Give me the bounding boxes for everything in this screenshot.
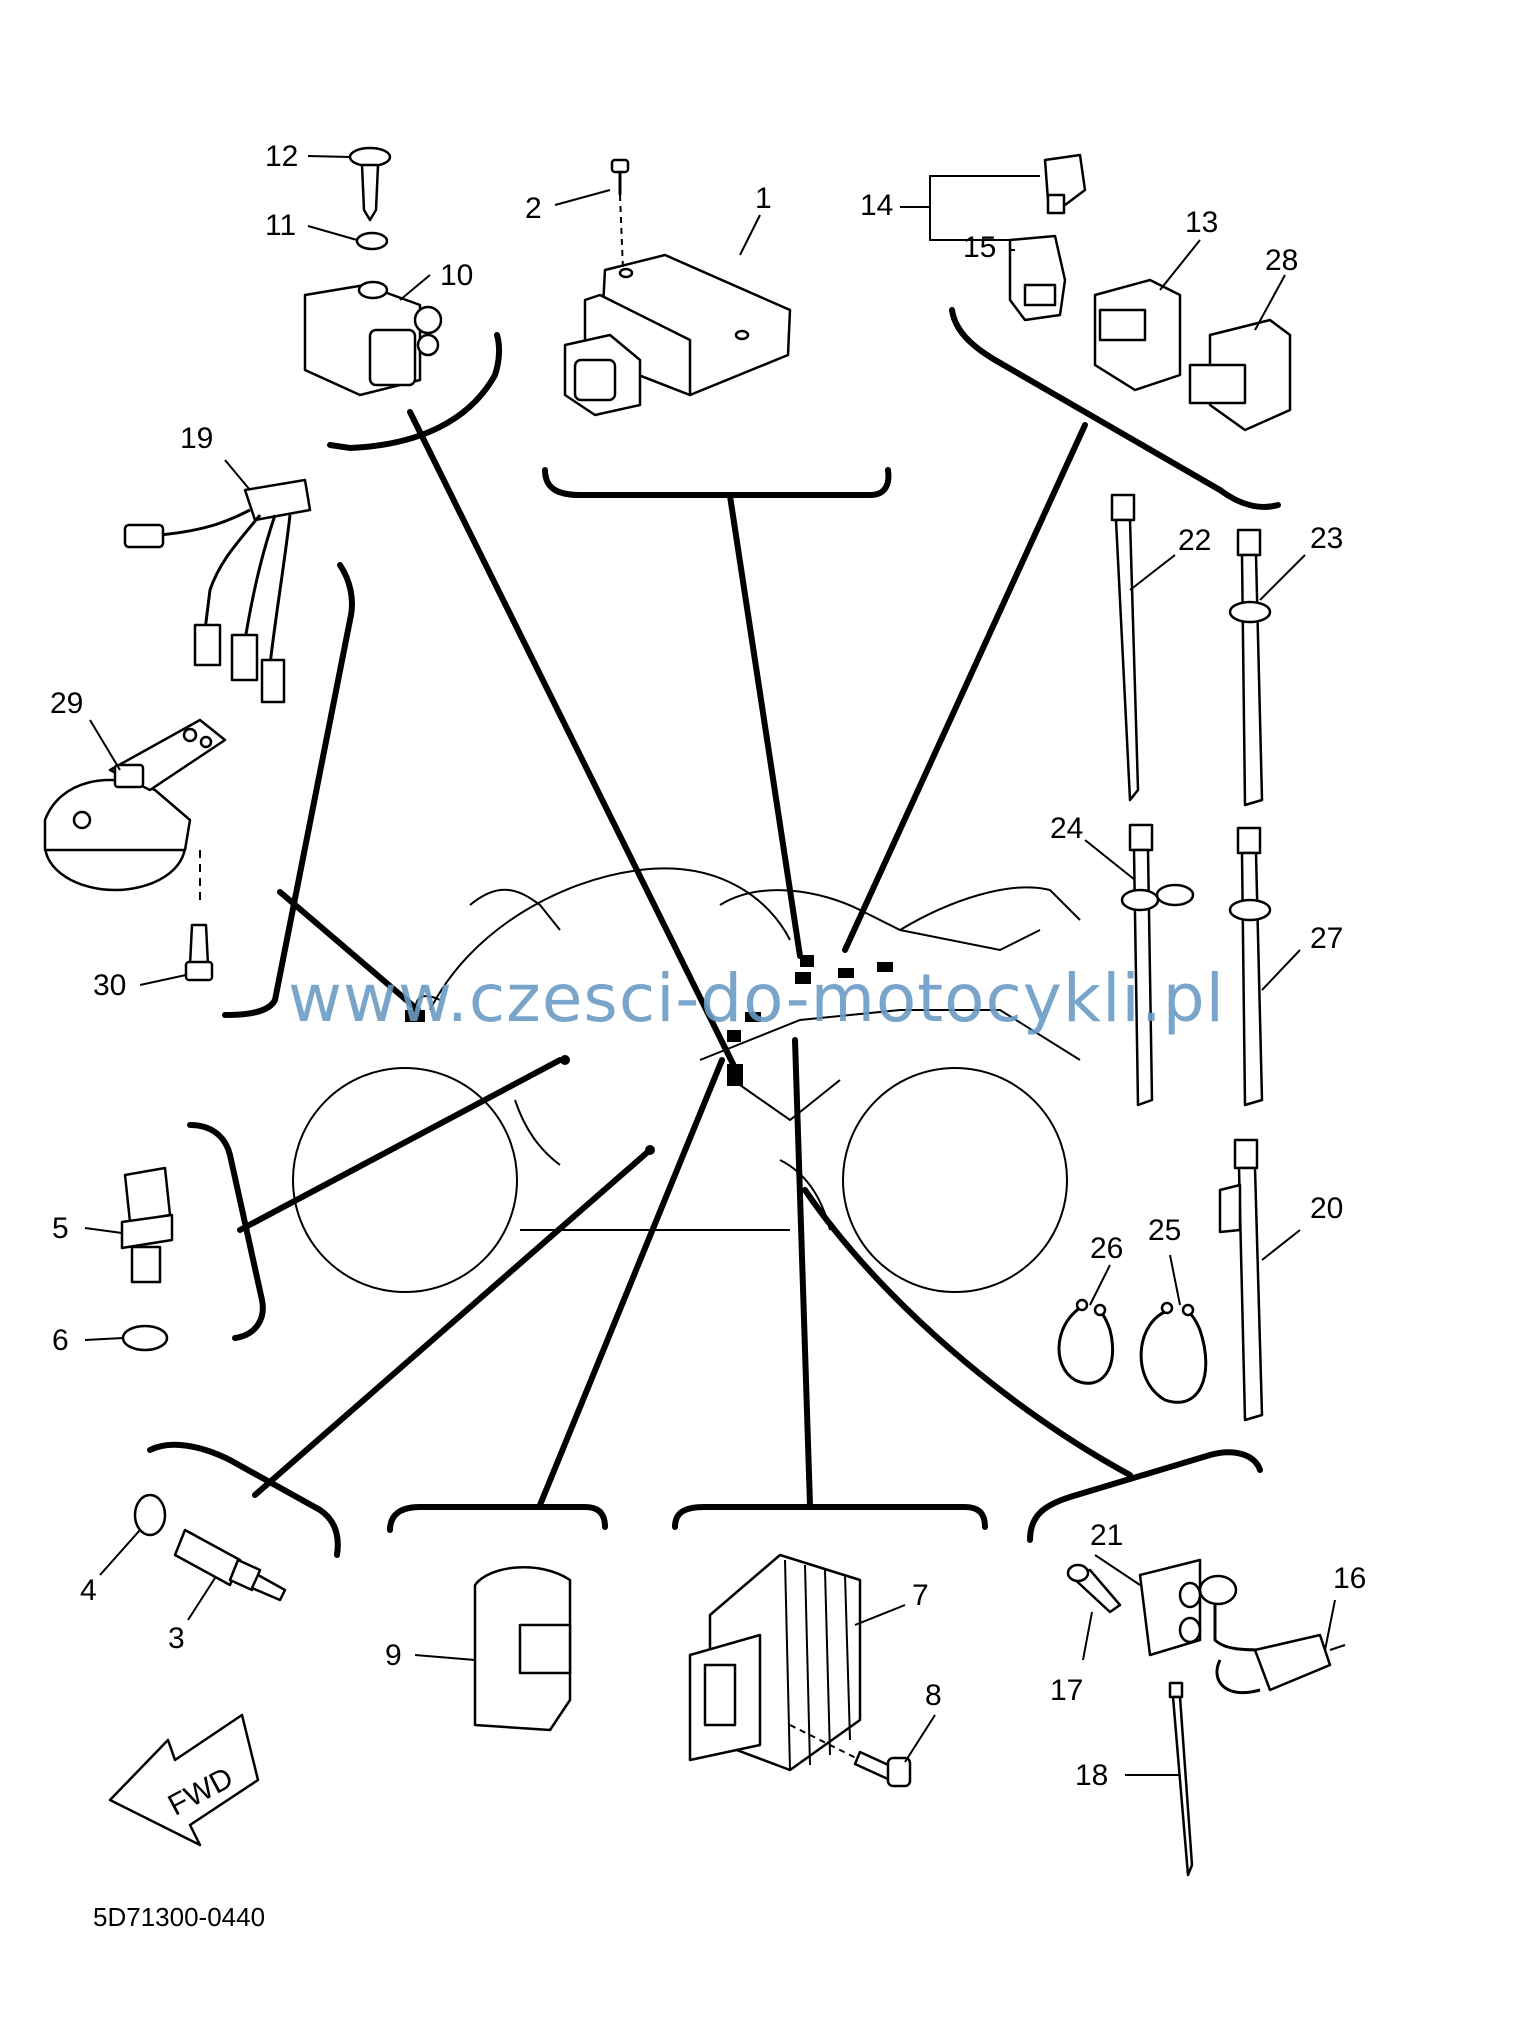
callout-13: 13 bbox=[1185, 206, 1218, 239]
callout-28: 28 bbox=[1265, 244, 1298, 277]
callout-23: 23 bbox=[1310, 522, 1343, 555]
part-18-cable-tie bbox=[1168, 1681, 1194, 1877]
callout-18: 18 bbox=[1075, 1759, 1108, 1792]
part-20-cable-tie bbox=[1218, 1138, 1264, 1422]
callout-numbers: 12 11 10 2 1 14 15 13 28 19 22 23 29 24 … bbox=[50, 140, 1366, 1792]
part-26-clamp bbox=[1057, 1298, 1115, 1385]
part-16-sensor bbox=[1198, 1574, 1346, 1695]
callout-15: 15 bbox=[963, 231, 996, 264]
part-12-screw bbox=[348, 146, 392, 222]
callout-29: 29 bbox=[50, 687, 83, 720]
part-1-ecu bbox=[563, 194, 792, 417]
part-22-cable-tie bbox=[1110, 493, 1140, 802]
part-14-relay bbox=[1043, 153, 1087, 215]
callout-7: 7 bbox=[912, 1579, 929, 1612]
part-2-screw bbox=[610, 158, 630, 195]
callout-24: 24 bbox=[1050, 812, 1083, 845]
part-code: 5D71300-0440 bbox=[93, 1902, 266, 1932]
callout-19: 19 bbox=[180, 422, 213, 455]
callout-leaders bbox=[84, 155, 1336, 1776]
callout-27: 27 bbox=[1310, 922, 1343, 955]
fwd-arrow: FWD bbox=[108, 1713, 260, 1847]
callout-12: 12 bbox=[265, 140, 298, 173]
motorcycle-outline bbox=[292, 867, 1081, 1293]
callout-20: 20 bbox=[1310, 1192, 1343, 1225]
part-13-relay bbox=[1093, 278, 1182, 392]
connector-markers bbox=[405, 955, 893, 1155]
callout-11: 11 bbox=[265, 209, 296, 242]
part-27-cable-tie bbox=[1228, 826, 1272, 1107]
part-30-bolt bbox=[184, 923, 214, 982]
part-4-washer bbox=[133, 1493, 167, 1537]
callout-25: 25 bbox=[1148, 1214, 1181, 1247]
callout-3: 3 bbox=[168, 1622, 185, 1655]
callout-30: 30 bbox=[93, 969, 126, 1002]
part-3-sensor bbox=[173, 1528, 287, 1602]
part-29-horn bbox=[43, 718, 227, 900]
callout-14: 14 bbox=[860, 189, 893, 222]
callout-10: 10 bbox=[440, 259, 473, 292]
leader-lines bbox=[237, 409, 1133, 1508]
part-15-socket bbox=[1008, 234, 1067, 322]
callout-26: 26 bbox=[1090, 1232, 1123, 1265]
part-10-sensor bbox=[303, 280, 443, 397]
part-7-rectifier bbox=[688, 1553, 862, 1772]
part-21-bracket bbox=[1138, 1558, 1202, 1657]
callout-6: 6 bbox=[52, 1324, 69, 1357]
callout-16: 16 bbox=[1333, 1562, 1366, 1595]
part-17-bolt bbox=[1066, 1563, 1122, 1614]
group-brackets bbox=[147, 307, 1281, 1558]
part-23-cable-tie bbox=[1228, 528, 1272, 807]
part-24-cable-tie bbox=[1120, 823, 1195, 1107]
part-25-clamp bbox=[1139, 1301, 1208, 1404]
part-6-washer bbox=[121, 1324, 169, 1352]
watermark: www.czesci-do-motocykli.pl bbox=[288, 960, 1225, 1037]
part-19-wire-harness bbox=[123, 478, 312, 704]
callout-1: 1 bbox=[755, 182, 772, 215]
callout-22: 22 bbox=[1178, 524, 1211, 557]
callout-2: 2 bbox=[525, 192, 542, 225]
part-28-relay bbox=[1188, 318, 1292, 432]
callout-17: 17 bbox=[1050, 1674, 1083, 1707]
part-8-bolt bbox=[789, 1724, 912, 1788]
callout-5: 5 bbox=[52, 1212, 69, 1245]
callout-9: 9 bbox=[385, 1639, 402, 1672]
part-5-temp-sensor bbox=[120, 1166, 174, 1284]
part-9-module bbox=[473, 1566, 572, 1732]
part-11-washer bbox=[355, 231, 389, 251]
callout-21: 21 bbox=[1090, 1519, 1123, 1552]
callout-8: 8 bbox=[925, 1679, 942, 1712]
callout-4: 4 bbox=[80, 1574, 97, 1607]
